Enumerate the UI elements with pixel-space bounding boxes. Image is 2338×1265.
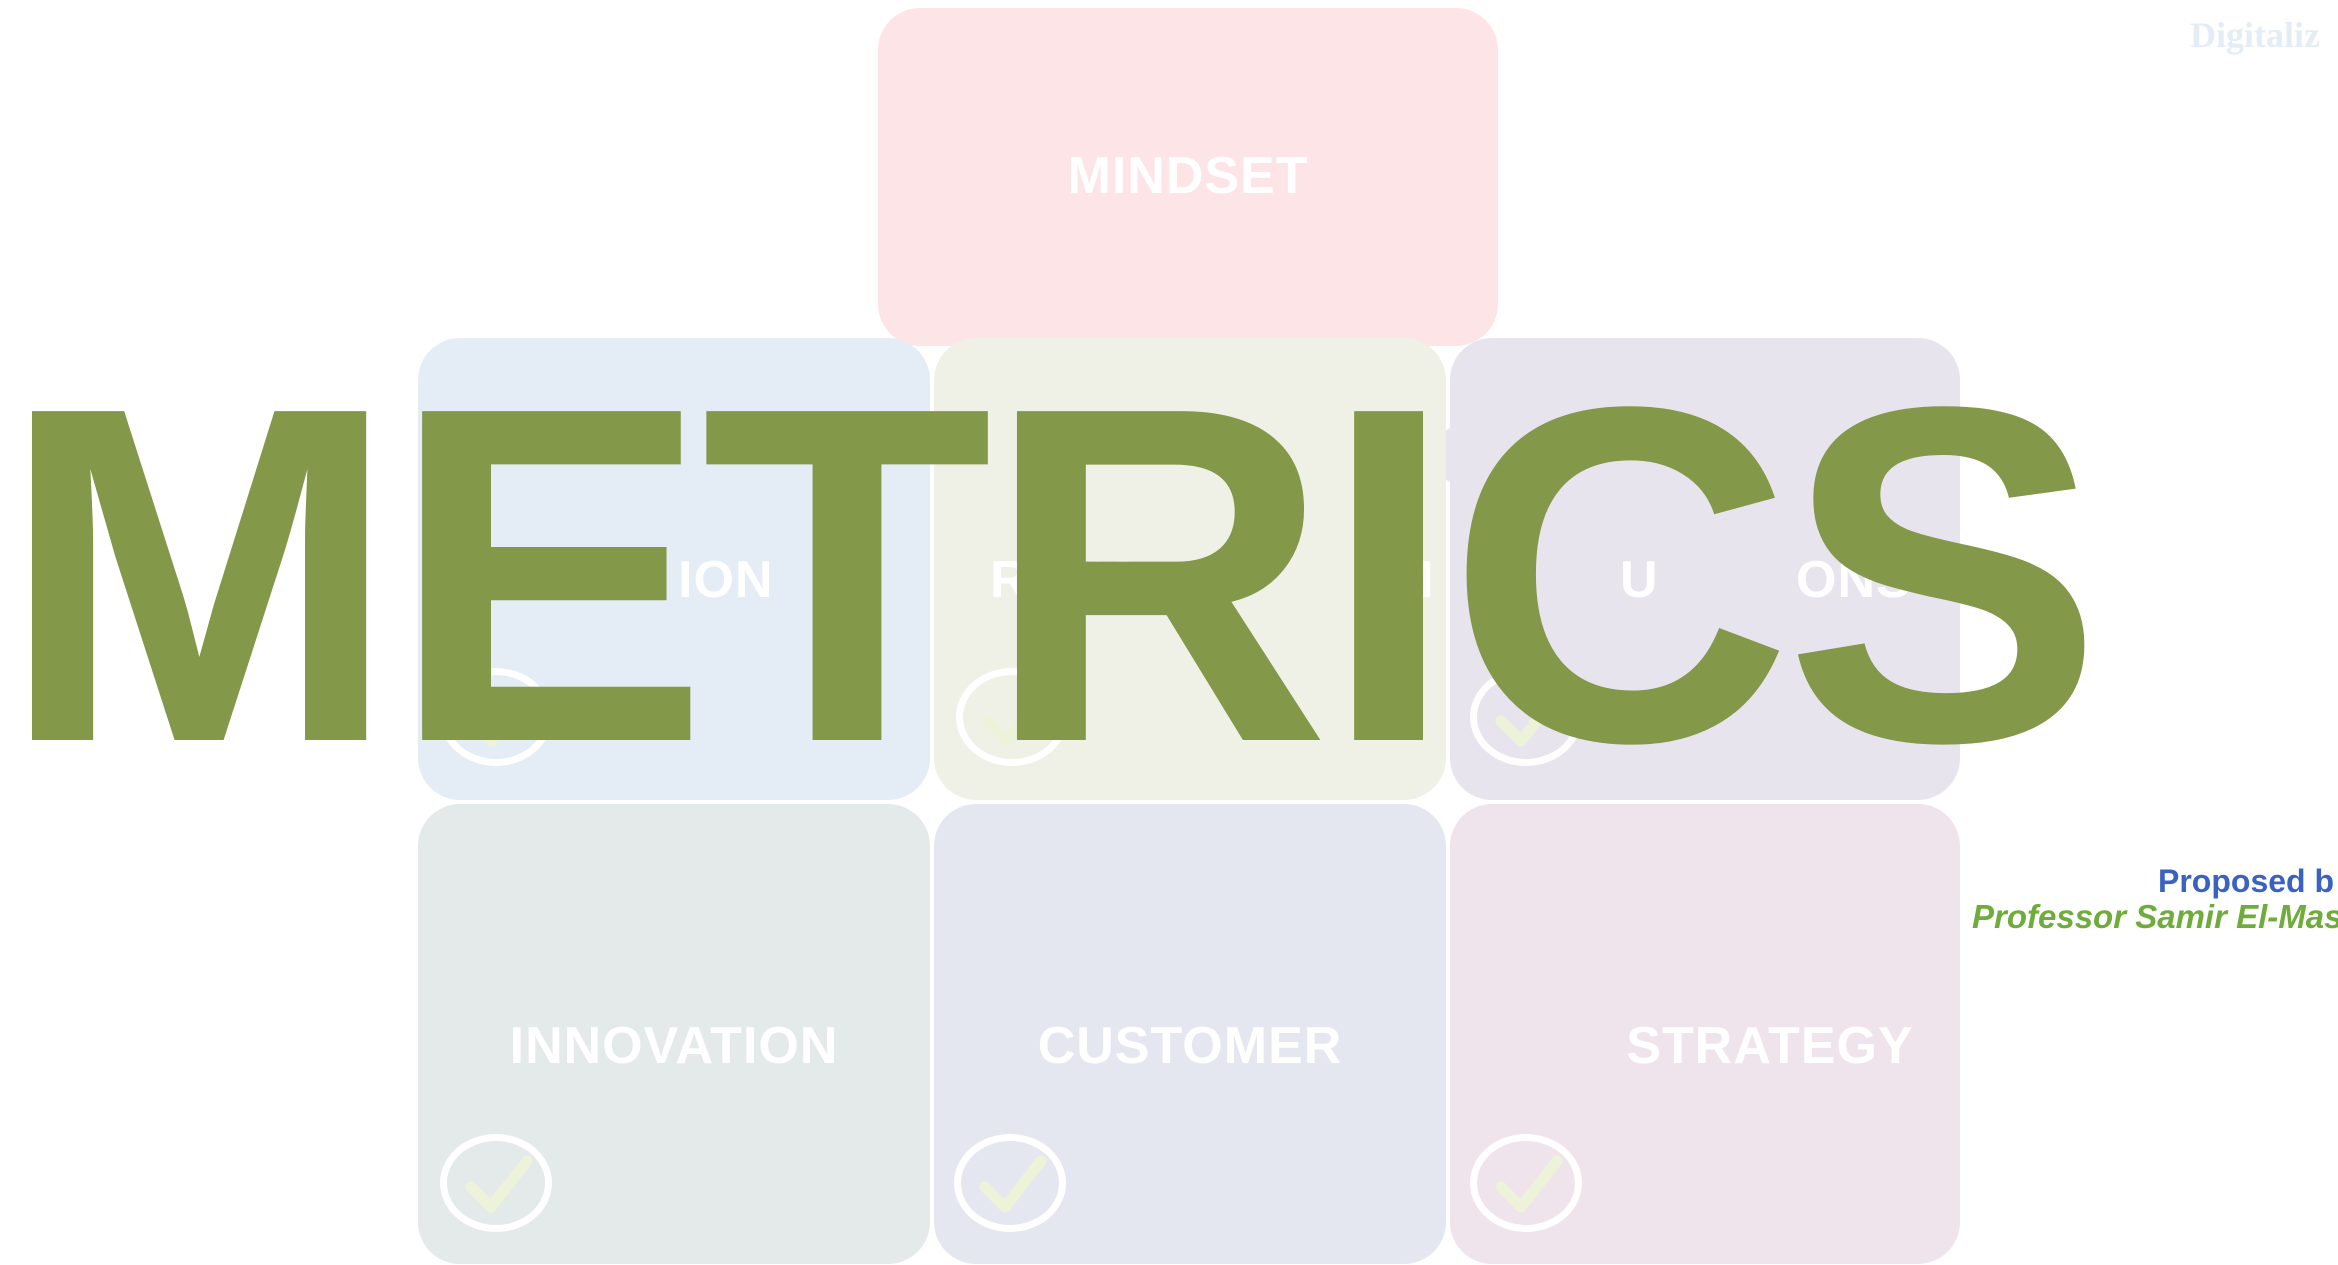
top-right-label: U — [1620, 551, 1659, 609]
puzzle-piece-mindset: MINDSET — [878, 8, 1498, 346]
checkmark-icon — [1495, 689, 1563, 747]
check-circle-icon — [954, 1134, 1066, 1232]
check-circle-icon — [440, 668, 552, 766]
puzzle-piece-strategy: STRATEGY — [1450, 804, 1960, 1264]
author-name: Professor Samir El-Mas — [1972, 898, 2338, 935]
check-circle-icon — [1470, 1134, 1582, 1232]
checkmark-icon — [979, 1155, 1047, 1213]
strategy-label: STRATEGY — [1626, 1017, 1914, 1075]
puzzle-piece-top-middle: RANS N — [934, 338, 1446, 800]
checkmark-icon — [981, 689, 1049, 747]
top-middle-label: RANS — [990, 551, 1142, 609]
puzzle-piece-top-right: U ONS — [1450, 338, 1960, 800]
customer-label: CUSTOMER — [1037, 1017, 1343, 1075]
checkmark-icon — [465, 1155, 533, 1213]
checkmark-icon — [465, 689, 533, 747]
puzzle-piece-top-left: ION — [418, 338, 930, 800]
metrics-watermark: METRICS — [0, 308, 2103, 842]
top-left-label: ION — [678, 551, 774, 609]
check-circle-icon — [956, 668, 1068, 766]
checkmark-icon — [1495, 1155, 1563, 1213]
proposed-by-text: Proposed b — [2158, 863, 2335, 899]
check-circle-icon — [1470, 668, 1582, 766]
corner-title: Digitaliz — [2190, 15, 2320, 55]
mindset-label: MINDSET — [1067, 147, 1309, 205]
puzzle-piece-innovation: INNOVATION — [418, 804, 930, 1264]
puzzle-piece-customer: CUSTOMER — [934, 804, 1446, 1264]
top-middle-suffix: N — [1396, 551, 1435, 609]
check-circle-icon — [440, 1134, 552, 1232]
top-right-suffix: ONS — [1796, 551, 1912, 609]
innovation-label: INNOVATION — [509, 1017, 839, 1075]
